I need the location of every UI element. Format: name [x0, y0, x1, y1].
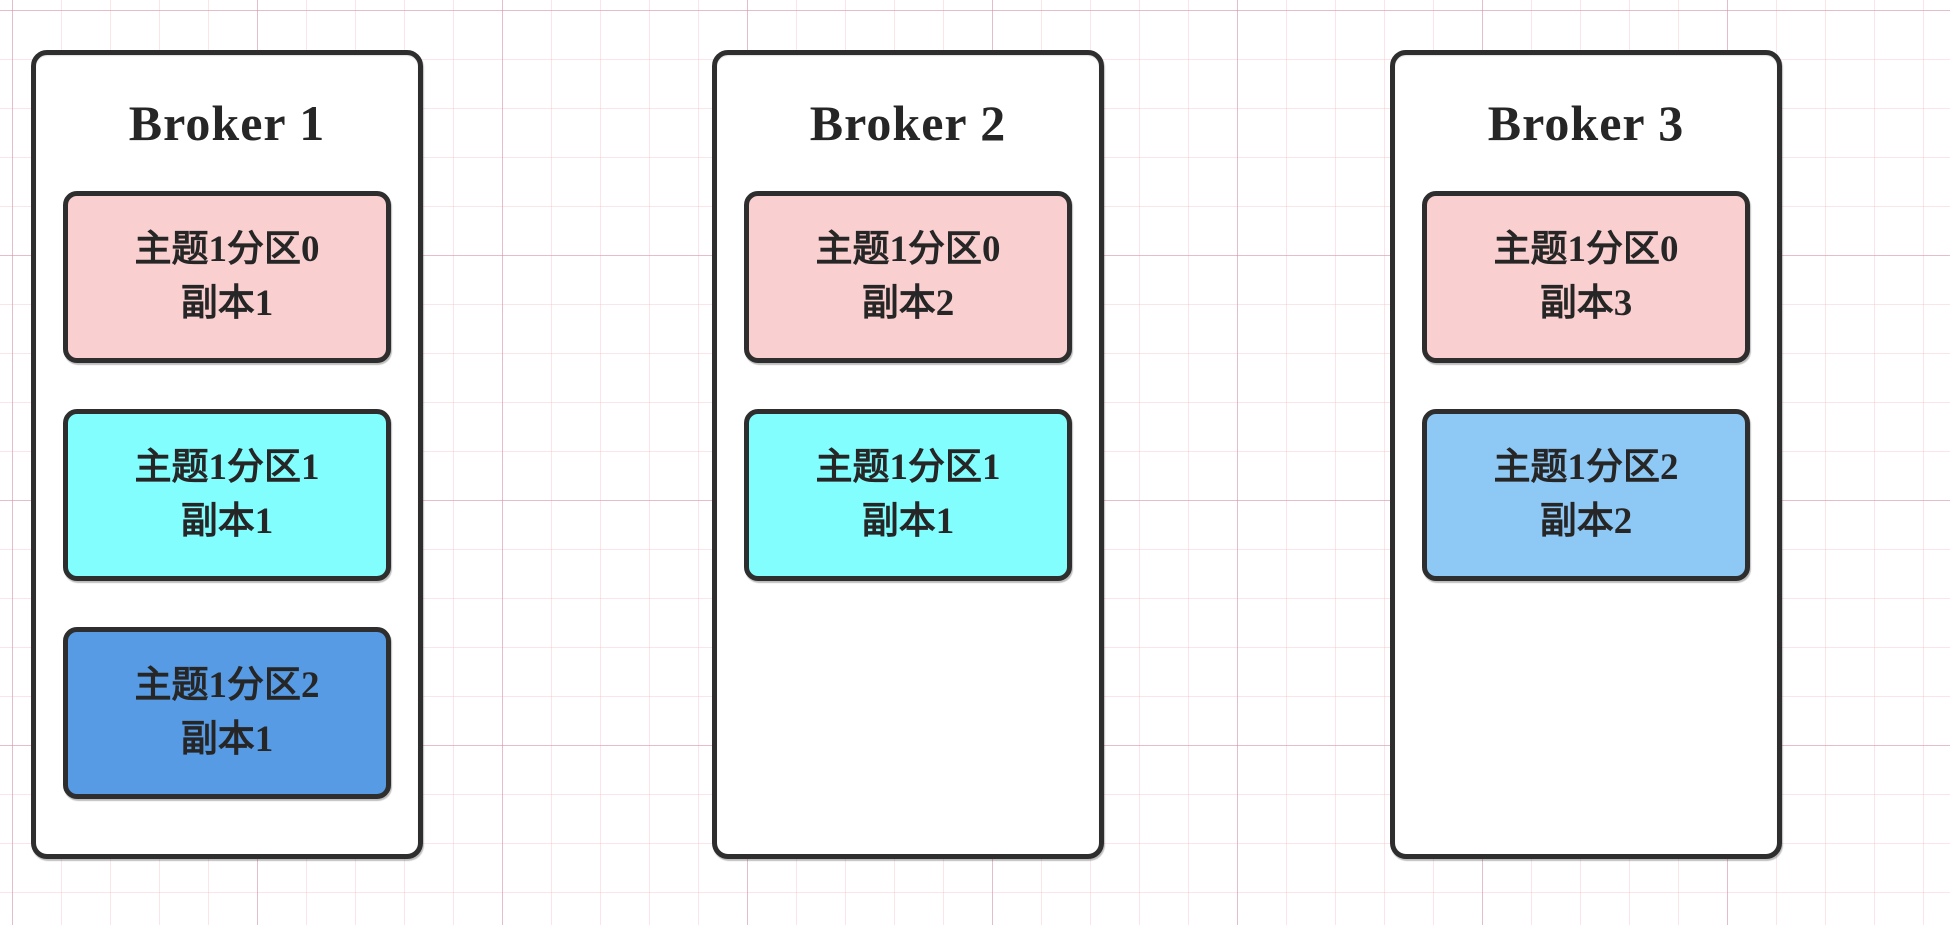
partition-replica-label: 副本1: [861, 501, 955, 542]
partition-topic-label: 主题1分区2: [1493, 447, 1679, 488]
partition-topic-label: 主题1分区0: [134, 229, 320, 270]
broker-1-node: Broker 1 主题1分区0 副本1 主题1分区1 副本1 主题1分区2 副本…: [31, 50, 423, 859]
partition-topic-label: 主题1分区1: [134, 447, 320, 488]
partition-replica-label: 副本2: [861, 283, 955, 324]
broker-2-partition-0-replica-2-box: 主题1分区0 副本2: [744, 191, 1072, 363]
partition-replica-label: 副本1: [180, 719, 274, 760]
broker-2-title: Broker 2: [809, 95, 1007, 151]
partition-topic-label: 主题1分区0: [1493, 229, 1679, 270]
broker-3-title: Broker 3: [1487, 95, 1685, 151]
partition-topic-label: 主题1分区2: [134, 665, 320, 706]
partition-replica-label: 副本2: [1539, 501, 1633, 542]
partition-topic-label: 主题1分区0: [815, 229, 1001, 270]
partition-replica-label: 副本3: [1539, 283, 1633, 324]
partition-replica-label: 副本1: [180, 283, 274, 324]
broker-3-partition-0-replica-3-box: 主题1分区0 副本3: [1422, 191, 1750, 363]
broker-2-partition-1-replica-1-box: 主题1分区1 副本1: [744, 409, 1072, 581]
broker-2-node: Broker 2 主题1分区0 副本2 主题1分区1 副本1: [712, 50, 1104, 859]
broker-1-title: Broker 1: [128, 95, 326, 151]
broker-3-node: Broker 3 主题1分区0 副本3 主题1分区2 副本2: [1390, 50, 1782, 859]
broker-1-partition-1-replica-1-box: 主题1分区1 副本1: [63, 409, 391, 581]
partition-replica-label: 副本1: [180, 501, 274, 542]
broker-1-partition-0-replica-1-box: 主题1分区0 副本1: [63, 191, 391, 363]
broker-1-partition-2-replica-1-box: 主题1分区2 副本1: [63, 627, 391, 799]
partition-topic-label: 主题1分区1: [815, 447, 1001, 488]
broker-3-partition-2-replica-2-box: 主题1分区2 副本2: [1422, 409, 1750, 581]
